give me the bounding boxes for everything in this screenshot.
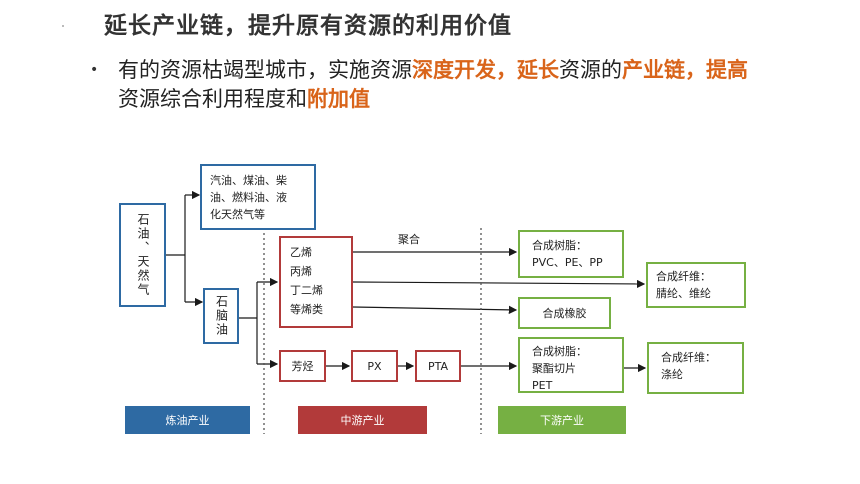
fiber1-items: 腈纶、维纶	[656, 287, 711, 300]
band-upstream: 炼油产业	[125, 406, 250, 434]
node-fuels: 汽油、煤油、柴 油、燃料油、液 化天然气等	[200, 164, 316, 230]
bullet-paragraph: 有的资源枯竭型城市，实施资源深度开发，延长资源的产业链，提高资源综合利用程度和附…	[118, 56, 758, 114]
paragraph-text-3: 资源综合利用程度和	[118, 87, 307, 111]
band-midstream: 中游产业	[298, 406, 427, 434]
node-naphtha: 石脑油	[203, 288, 239, 344]
olefin-ethylene: 乙烯	[290, 246, 312, 259]
resin2-item-2: PET	[532, 379, 553, 392]
node-fiber-polyester: 合成纤维： 涤纶	[647, 342, 744, 394]
fuels-line-3: 化天然气等	[210, 208, 265, 221]
page-title: 延长产业链，提升原有资源的利用价值	[104, 13, 512, 39]
olefin-propylene: 丙烯	[290, 265, 312, 278]
node-oil-gas: 石油、天然气	[119, 203, 166, 307]
paragraph-text-1: 有的资源枯竭型城市，实施资源	[118, 58, 412, 82]
highlight-deep-development: 深度开发，延长	[412, 58, 559, 82]
node-aromatics: 芳烃	[279, 350, 326, 382]
label-polymerization: 聚合	[398, 233, 420, 246]
node-synthetic-rubber: 合成橡胶	[518, 297, 611, 329]
decoration-dot	[62, 25, 64, 27]
resin2-title: 合成树脂：	[532, 345, 587, 358]
resin1-title: 合成树脂：	[532, 239, 587, 252]
node-fiber-acrylic: 合成纤维： 腈纶、维纶	[646, 262, 746, 308]
band-downstream: 下游产业	[498, 406, 626, 434]
fiber1-title: 合成纤维：	[656, 270, 711, 283]
fiber2-title: 合成纤维：	[661, 351, 716, 364]
highlight-industry-chain: 产业链，提高	[622, 58, 748, 82]
paragraph-text-2: 资源的	[559, 58, 622, 82]
node-pta: PTA	[415, 350, 461, 382]
fiber2-items: 涤纶	[661, 368, 683, 381]
fuels-line-2: 油、燃料油、液	[210, 191, 287, 204]
highlight-added-value: 附加值	[307, 87, 370, 111]
node-olefins: 乙烯 丙烯 丁二烯 等烯类	[279, 236, 353, 328]
bullet-marker: •	[90, 62, 99, 78]
node-resin-pvc: 合成树脂： PVC、PE、PP	[518, 230, 624, 278]
olefin-butadiene: 丁二烯	[290, 284, 323, 297]
fuels-line-1: 汽油、煤油、柴	[210, 174, 287, 187]
olefin-others: 等烯类	[290, 303, 323, 316]
node-resin-pet: 合成树脂： 聚酯切片 PET	[518, 337, 624, 393]
resin1-items: PVC、PE、PP	[532, 256, 603, 269]
resin2-item-1: 聚酯切片	[532, 362, 576, 375]
node-px: PX	[351, 350, 398, 382]
